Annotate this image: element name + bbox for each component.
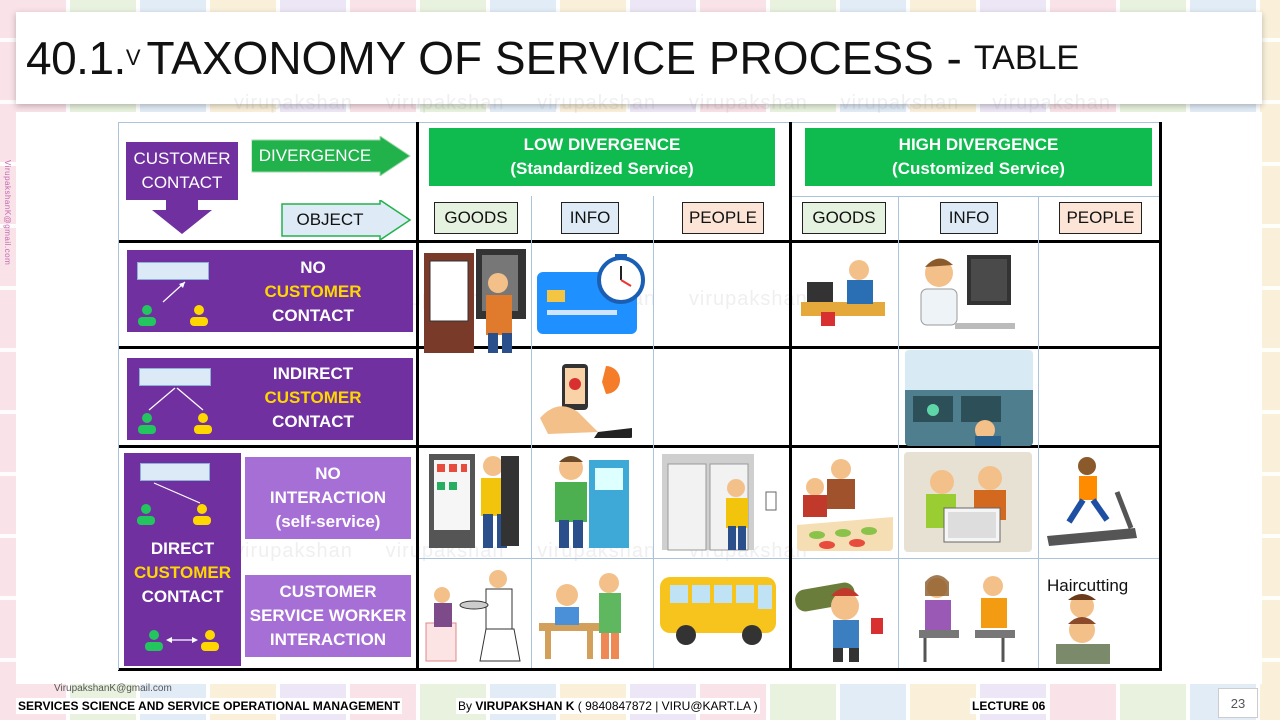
page-number: 23 (1218, 688, 1258, 718)
person-green-icon (138, 305, 156, 326)
col-goods-low: GOODS (434, 202, 518, 234)
person-green-icon (138, 413, 156, 434)
title-suffix: TABLE (973, 38, 1080, 77)
grid-line (531, 196, 532, 668)
grid-line (653, 196, 654, 668)
treadmill-runner-illustration (1045, 452, 1139, 552)
row-service-worker-interaction: CUSTOMER SERVICE WORKER INTERACTION (245, 575, 411, 657)
grid-line (118, 668, 1162, 671)
double-arrow-icon (166, 637, 198, 643)
customer-contact-header: CUSTOMER CONTACT (126, 142, 238, 200)
slide-title-bar: 40.1. V TAXONOMY OF SERVICE PROCESS - TA… (16, 12, 1262, 104)
grid-line (118, 122, 119, 670)
title-number: 40.1. (26, 32, 126, 84)
carpet-delivery-illustration (795, 570, 891, 664)
consultation-illustration (907, 568, 1025, 664)
computer-worker-illustration (911, 249, 1023, 341)
grid-line (118, 122, 1162, 123)
col-goods-high: GOODS (802, 202, 886, 234)
grid-line (118, 346, 1162, 349)
footer-lecture: LECTURE 06 (970, 698, 1048, 714)
person-green-icon (137, 504, 155, 525)
haircutting-label: Haircutting (1047, 576, 1129, 595)
col-people-high: PEOPLE (1059, 202, 1142, 234)
grid-line (118, 445, 1162, 448)
waiter-serving-illustration (424, 565, 528, 663)
grid-line (1159, 122, 1162, 670)
food-buffet-illustration (797, 455, 893, 551)
side-email-watermark: VirupakshanK@gmail.com (3, 160, 12, 266)
footer-email: VirupakshanK@gmail.com (54, 683, 172, 694)
kids-reading-illustration (537, 567, 635, 661)
col-info-low: INFO (561, 202, 619, 234)
title-text: TAXONOMY OF SERVICE PROCESS - (146, 32, 962, 84)
divergence-label: DIVERGENCE (252, 141, 378, 171)
self-service-vending-illustration (427, 452, 519, 550)
person-green-icon (145, 630, 163, 651)
object-label: OBJECT (296, 210, 364, 229)
footer-author: By VIRUPAKSHAN K ( 9840847872 | VIRU@KAR… (456, 698, 760, 714)
grid-line (790, 196, 1162, 197)
grid-line (898, 196, 899, 668)
row-no-interaction: NO INTERACTION (self-service) (245, 457, 411, 539)
low-divergence-header: LOW DIVERGENCE (Standardized Service) (429, 128, 775, 186)
grid-line (416, 122, 419, 670)
credit-card-timer-illustration (535, 254, 647, 338)
col-people-low: PEOPLE (682, 202, 764, 234)
control-room-illustration (905, 350, 1033, 446)
row-indirect-customer-contact: INDIRECT CUSTOMER CONTACT (127, 358, 413, 440)
person-yellow-icon (194, 413, 212, 434)
footer-course: SERVICES SCIENCE AND SERVICE OPERATIONAL… (16, 698, 403, 714)
title-subnumber: V (125, 45, 141, 70)
person-yellow-icon (190, 305, 208, 326)
mobile-food-order-illustration (538, 358, 634, 438)
tailor-sewing-illustration (797, 252, 889, 328)
atm-illustration (545, 452, 635, 550)
grid-line (1038, 196, 1039, 668)
object-arrow (281, 200, 412, 240)
row-direct-customer-contact: DIRECT CUSTOMER CONTACT (124, 453, 241, 666)
vending-machine-repair-illustration (420, 243, 530, 355)
school-bus-illustration (656, 567, 784, 651)
computer-help-illustration (904, 452, 1032, 552)
grid-line (789, 122, 792, 670)
person-yellow-icon (201, 630, 219, 651)
grid-line (118, 240, 1162, 243)
row-no-customer-contact: NO CUSTOMER CONTACT (127, 250, 413, 332)
elevator-illustration (660, 452, 782, 552)
col-info-high: INFO (940, 202, 998, 234)
down-arrow-icon (152, 200, 212, 234)
high-divergence-header: HIGH DIVERGENCE (Customized Service) (805, 128, 1152, 186)
haircut-illustration (1046, 592, 1124, 664)
person-yellow-icon (193, 504, 211, 525)
